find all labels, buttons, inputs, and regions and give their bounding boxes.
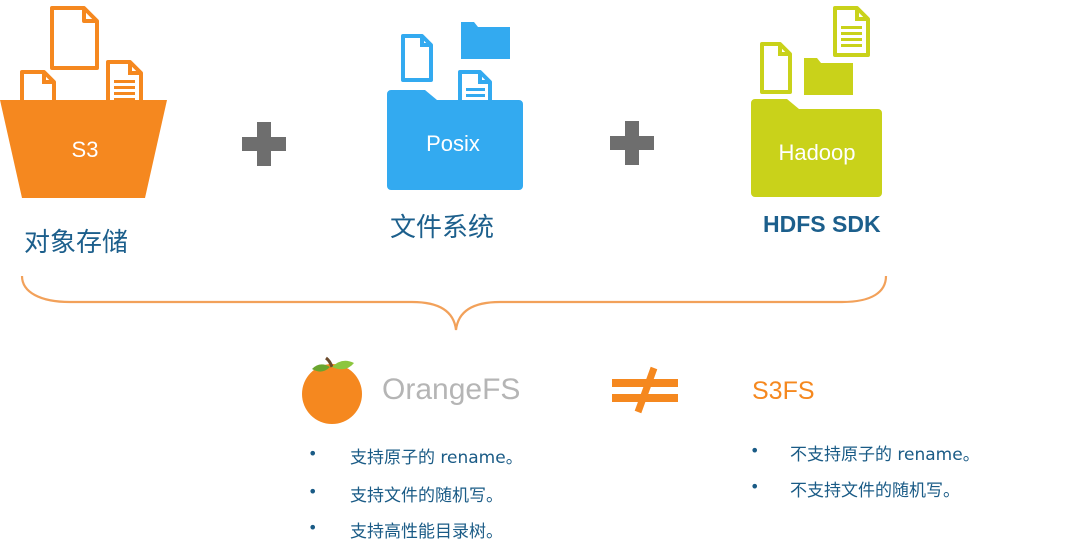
s3-documents-icon [20,6,143,110]
s3-caption: 对象存储 [24,228,129,258]
plus-icon [242,122,286,166]
hadoop-caption: HDFS SDK [763,211,881,237]
bullet-dot: • [308,518,318,537]
posix-folder-icon [387,90,523,190]
hadoop-group: Hadoop HDFS SDK [740,0,900,260]
plus-icon [610,121,654,165]
feature-text: 支持原子的 rename。 [350,448,523,468]
bullet-dot: • [750,477,760,496]
posix-group: Posix 文件系统 [380,0,530,260]
feature-text: 不支持文件的随机写。 [790,481,960,501]
posix-badge: Posix [426,131,480,156]
s3fs-name: S3FS [752,377,815,405]
posix-caption: 文件系统 [390,213,495,243]
posix-files-icon [401,22,510,110]
hadoop-badge: Hadoop [778,140,856,165]
bullet-dot: • [308,482,318,501]
bullet-dot: • [308,444,318,463]
not-equal-icon [612,366,678,414]
hadoop-folder-icon [751,99,882,197]
feature-text: 支持高性能目录树。 [350,522,503,542]
hadoop-files-icon [760,6,870,95]
s3-bucket-icon [0,100,167,198]
feature-text: 支持文件的随机写。 [350,486,503,506]
feature-text: 不支持原子的 rename。 [790,445,980,465]
bullet-dot: • [750,441,760,460]
orange-fruit-icon [302,356,362,424]
s3-badge: S3 [71,137,99,162]
orangefs-name: OrangeFS [382,373,521,406]
s3-group: S3 对象存储 [0,0,180,260]
